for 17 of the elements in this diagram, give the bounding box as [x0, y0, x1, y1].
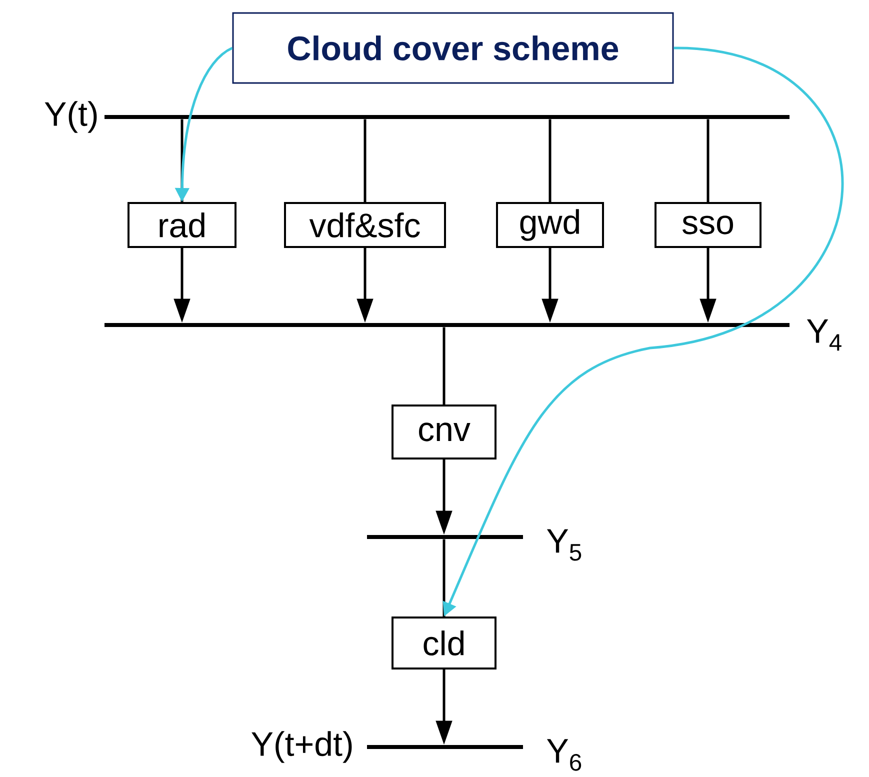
state-label: Y(t)	[44, 101, 97, 133]
process-box: rad	[128, 202, 236, 248]
process-box: sso	[654, 202, 762, 248]
connector-line	[548, 119, 552, 202]
connector-line	[364, 119, 366, 202]
process-box: gwd	[496, 202, 604, 248]
process-box: cld	[392, 616, 496, 670]
connector-line	[706, 119, 710, 202]
state-label: Y(t+dt)	[252, 731, 352, 763]
connector-line	[442, 539, 446, 616]
state-label: Y$_{5}$	[546, 529, 582, 561]
process-box: vdf&sfc	[284, 202, 446, 248]
state-label: Y$_{6}$	[546, 739, 582, 771]
connector-line	[442, 327, 446, 404]
heading-box: Cloud cover scheme	[232, 12, 674, 84]
state-label: Y$_{4}$	[806, 319, 842, 351]
process-box: cnv	[392, 404, 496, 460]
